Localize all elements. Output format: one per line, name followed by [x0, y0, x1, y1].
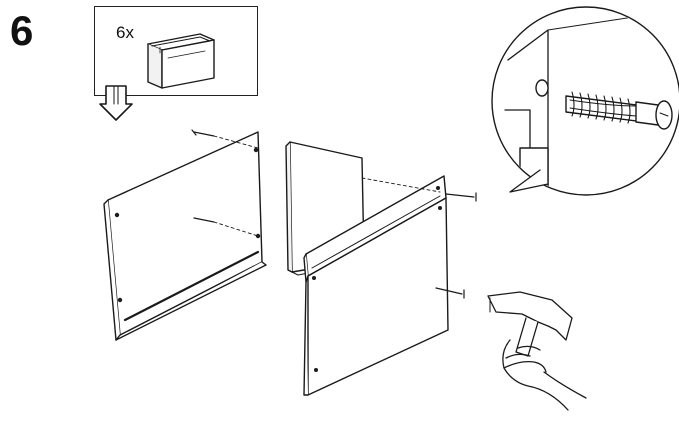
parts-quantity: 6x	[116, 23, 134, 42]
drawer-box-icon	[147, 33, 215, 89]
side-panel-left-icon	[103, 131, 267, 341]
down-arrow-icon	[99, 85, 133, 121]
screw-icon	[191, 129, 477, 299]
dowel-screw-closeup-icon	[491, 6, 679, 196]
hammer-icon	[487, 291, 587, 411]
side-panel-right-icon	[303, 175, 449, 396]
step-number: 6	[10, 7, 34, 54]
